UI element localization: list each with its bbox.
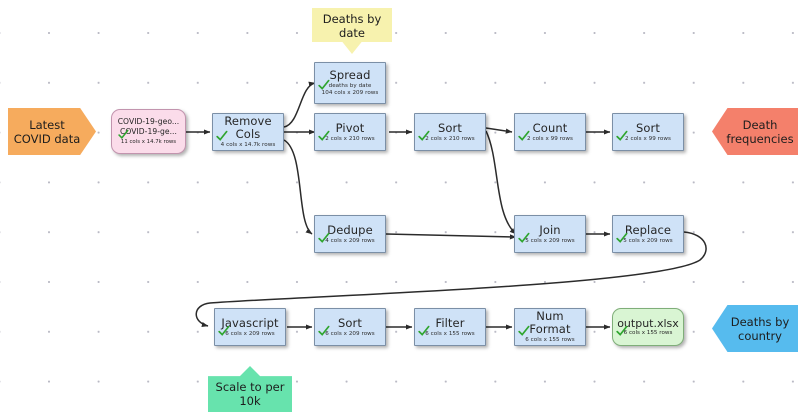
annotation-line-1: Latest [29,117,65,132]
edge-replace-to-javascript [195,231,707,328]
node-filter[interactable]: Filter 6 cols x 155 rows [414,308,486,346]
node-replace[interactable]: Replace 5 cols x 209 rows [612,215,684,253]
annotation-line-2: date [339,26,365,40]
node-stats: 2 cols x 99 rows [625,135,671,142]
edge-sort-1-to-count [485,127,513,134]
node-title: Num Format [529,309,571,336]
annotation-line-2: COVID data [13,131,81,146]
node-title: Replace [624,222,672,237]
node-stats: 2 cols x 210 rows [325,135,375,142]
annotation-line-2: frequencies [726,131,794,146]
node-title: Pivot [335,120,365,135]
node-covid-19-geographic-source[interactable]: COVID-19-geo... COVID-19-ge... 11 cols x… [111,109,186,154]
node-stats: 6 cols x 155 rows [425,330,475,337]
node-stats: 104 cols x 209 rows [321,90,379,96]
node-title: Sort [636,120,660,135]
node-stats: 6 cols x 155 rows [525,337,575,343]
annotation-line-2: country [738,328,782,343]
annotation-line-1: Death [742,117,778,132]
node-title: Join [539,222,561,237]
node-num-format[interactable]: Num Format 6 cols x 155 rows [514,308,586,346]
node-count[interactable]: Count 2 cols x 99 rows [514,113,586,151]
edge-remove-cols-to-spread [283,81,316,128]
node-stats: 6 cols x 209 rows [225,330,275,337]
node-dedupe[interactable]: Dedupe 4 cols x 209 rows [314,215,386,253]
node-title: Count [532,120,568,135]
node-javascript[interactable]: Javascript 6 cols x 209 rows [214,308,286,346]
annotation-deaths-by-date-text: Deaths by date [319,12,386,40]
annotation-line-1: Deaths by [730,314,790,329]
edge-sort-1-to-join [485,130,517,235]
node-stats: 2 cols x 99 rows [527,135,573,142]
node-remove-cols[interactable]: Remove Cols 4 cols x 14.7k rows [212,113,284,151]
node-title: Remove Cols [224,114,272,141]
node-sort-2[interactable]: Sort 2 cols x 99 rows [612,113,684,151]
node-pivot[interactable]: Pivot 2 cols x 210 rows [314,113,386,151]
node-stats: 4 cols x 209 rows [325,237,375,244]
annotation-deaths-by-country[interactable]: Deaths by country [712,305,798,352]
node-title: Dedupe [327,222,373,237]
node-stats: 5 cols x 209 rows [525,237,575,244]
node-title: Spread [329,68,371,82]
source-label-line-2: COVID-19-ge... [119,126,177,136]
annotation-scale-to-per-10k-text: Scale to per 10k [212,380,289,408]
node-join[interactable]: Join 5 cols x 209 rows [514,215,586,253]
node-sort-3[interactable]: Sort 6 cols x 209 rows [314,308,386,346]
annotation-line-1: Scale to per [215,380,285,394]
node-spread[interactable]: Spread deaths by date 104 cols x 209 row… [314,62,386,104]
node-title: Filter [435,315,465,330]
annotation-line-1: Deaths by [322,12,382,26]
annotation-deaths-by-country-text: Deaths by country [727,315,794,343]
node-sort-1[interactable]: Sort 2 cols x 210 rows [414,113,486,151]
annotation-death-frequencies[interactable]: Death frequencies [712,108,798,155]
node-title: Sort [338,315,362,330]
annotation-line-2: 10k [239,394,261,408]
source-label-line-1: COVID-19-geo... [117,117,180,126]
annotation-latest-covid-data-text: Latest COVID data [10,118,85,146]
node-stats: 4 cols x 14.7k rows [220,142,276,148]
annotation-latest-covid-data[interactable]: Latest COVID data [8,108,96,155]
source-stats: 11 cols x 14.7k rows [120,139,177,145]
node-stats: 2 cols x 210 rows [425,135,475,142]
node-stats: 5 cols x 209 rows [623,237,673,244]
edge-dedupe-to-join [385,233,517,240]
node-subhead: deaths by date [328,83,372,89]
edge-remove-cols-to-dedupe [283,139,313,235]
annotation-death-frequencies-text: Death frequencies [722,118,797,146]
node-output-xlsx[interactable]: output.xlsx 6 cols x 155 rows [612,308,684,346]
node-stats: 6 cols x 155 rows [623,330,673,336]
node-title: Sort [438,120,462,135]
node-title: Javascript [221,315,279,330]
node-stats: 6 cols x 209 rows [325,330,375,337]
node-title: output.xlsx [617,317,679,330]
